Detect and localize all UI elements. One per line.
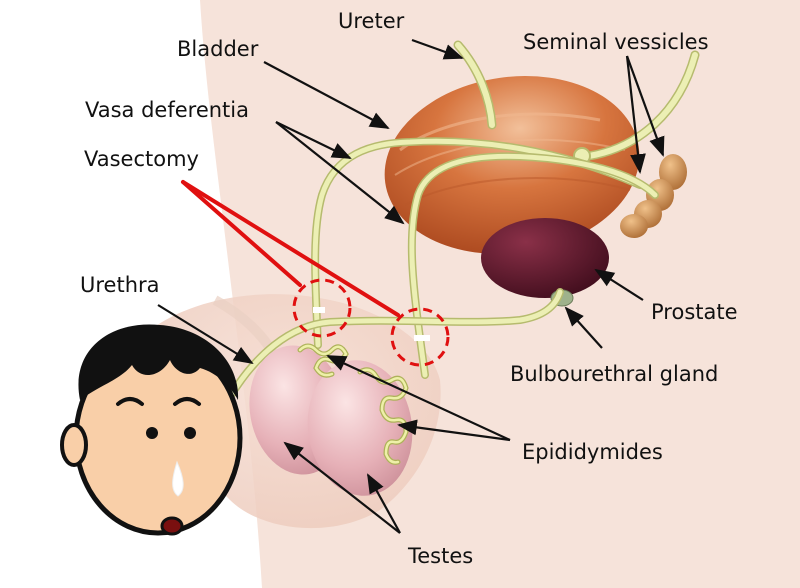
- testes-organ: [249, 345, 413, 496]
- arrow-seminal-1: [625, 55, 646, 174]
- label-seminal-vessicles: Seminal vessicles: [523, 30, 709, 54]
- label-urethra: Urethra: [80, 273, 160, 297]
- arrow-epididymides-2: [397, 419, 511, 442]
- arrow-ureter: [411, 38, 464, 60]
- vasectomy-pointers: [181, 180, 400, 317]
- cartoon-face: [60, 324, 243, 536]
- labels: Ureter Bladder Seminal vessicles Vasa de…: [80, 9, 738, 568]
- label-arrows: [157, 38, 665, 534]
- arrow-vas-1: [275, 121, 352, 159]
- arrow-testes-2: [367, 473, 401, 534]
- label-testes: Testes: [407, 544, 473, 568]
- label-vasectomy: Vasectomy: [84, 147, 199, 171]
- arrow-urethra: [157, 304, 254, 365]
- vasectomy-circle-right: [390, 307, 450, 367]
- seminal-vesicles-organ: [620, 154, 687, 238]
- arrow-bladder: [263, 61, 390, 129]
- vasectomy-cut-gaps: [313, 307, 430, 341]
- label-ureter: Ureter: [338, 9, 405, 33]
- arrow-vas-2: [275, 121, 405, 225]
- vasectomy-marks: [292, 278, 450, 367]
- label-prostate: Prostate: [651, 300, 738, 324]
- label-epididymides: Epididymides: [522, 440, 663, 464]
- label-vasa-deferentia: Vasa deferentia: [85, 98, 249, 122]
- ducts: [224, 40, 700, 404]
- arrow-testes-1: [283, 441, 401, 534]
- arrow-seminal-2: [625, 55, 665, 157]
- label-bulbourethral-gland: Bulbourethral gland: [510, 362, 718, 386]
- label-bladder: Bladder: [177, 37, 259, 61]
- vasectomy-circle-left: [292, 278, 352, 338]
- arrow-bulbourethral: [564, 306, 603, 349]
- arrow-prostate: [594, 268, 644, 301]
- arrow-epididymides-1: [326, 355, 511, 441]
